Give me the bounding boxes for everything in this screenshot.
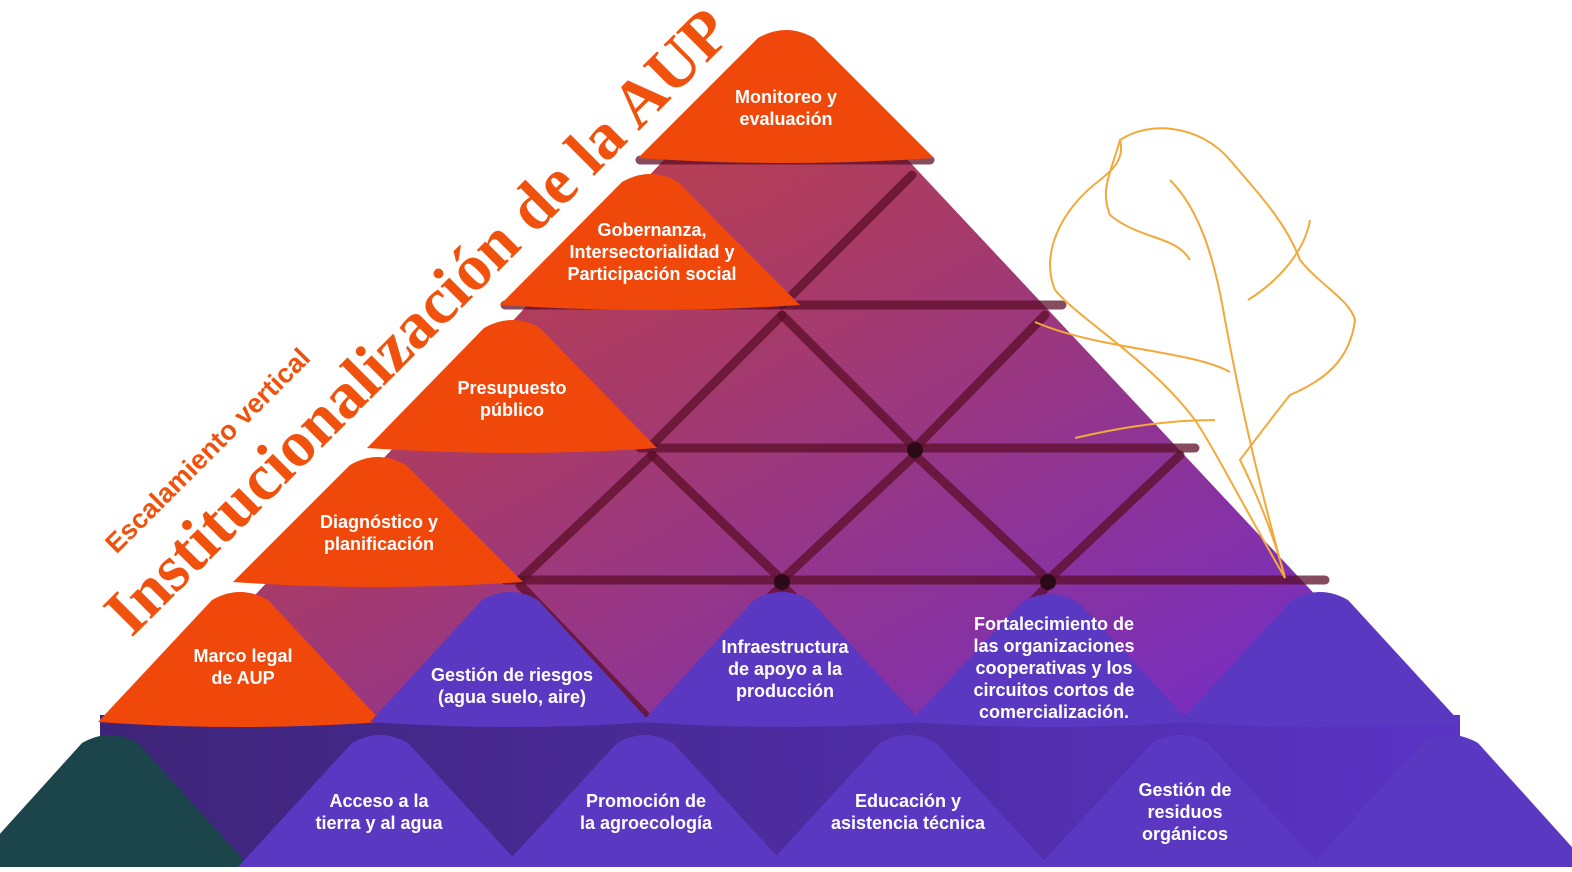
block-infraestructura <box>642 592 922 727</box>
block-label-monitoreo: Monitoreo y evaluación <box>735 87 837 129</box>
extra-block-right-low <box>1310 735 1572 872</box>
leaf-outline <box>1034 127 1357 579</box>
block-label-acceso: Acceso a la tierra y al agua <box>315 791 443 833</box>
block-label-educacion: Educación y asistencia técnica <box>830 791 986 833</box>
block-agroecologia <box>503 735 787 872</box>
block-label-fortalecimiento: Fortalecimiento de las organizaciones co… <box>973 614 1135 722</box>
block-residuos <box>1038 735 1322 872</box>
block-riesgos <box>370 592 650 727</box>
block-marco-legal <box>98 592 382 727</box>
block-monitoreo <box>638 30 934 163</box>
block-label-riesgos: Gestión de riesgos (agua suelo, aire) <box>430 665 594 707</box>
block-label-presupuesto: Presupuesto público <box>457 378 567 420</box>
block-educacion <box>766 735 1050 872</box>
block-diagnostico <box>233 457 523 587</box>
block-gobernanza <box>500 174 800 310</box>
extra-block-left-low <box>0 735 250 872</box>
block-label-residuos: Gestión de residuos orgánicos <box>1138 780 1232 844</box>
block-fortalecimiento <box>910 594 1190 727</box>
lattice-nodes <box>774 442 1056 590</box>
block-label-marco-legal: Marco legal de AUP <box>193 646 293 688</box>
block-label-infraestructura: Infraestructura de apoyo a la producción <box>721 637 849 701</box>
block-presupuesto <box>367 320 657 453</box>
extra-block-right-mid <box>1180 592 1460 727</box>
block-label-diagnostico: Diagnóstico y planificación <box>319 512 439 554</box>
block-acceso <box>238 735 522 872</box>
block-label-agroecologia: Promoción de la agroecología <box>579 791 713 833</box>
block-label-gobernanza: Gobernanza, Intersectorialidad y Partici… <box>567 220 737 284</box>
